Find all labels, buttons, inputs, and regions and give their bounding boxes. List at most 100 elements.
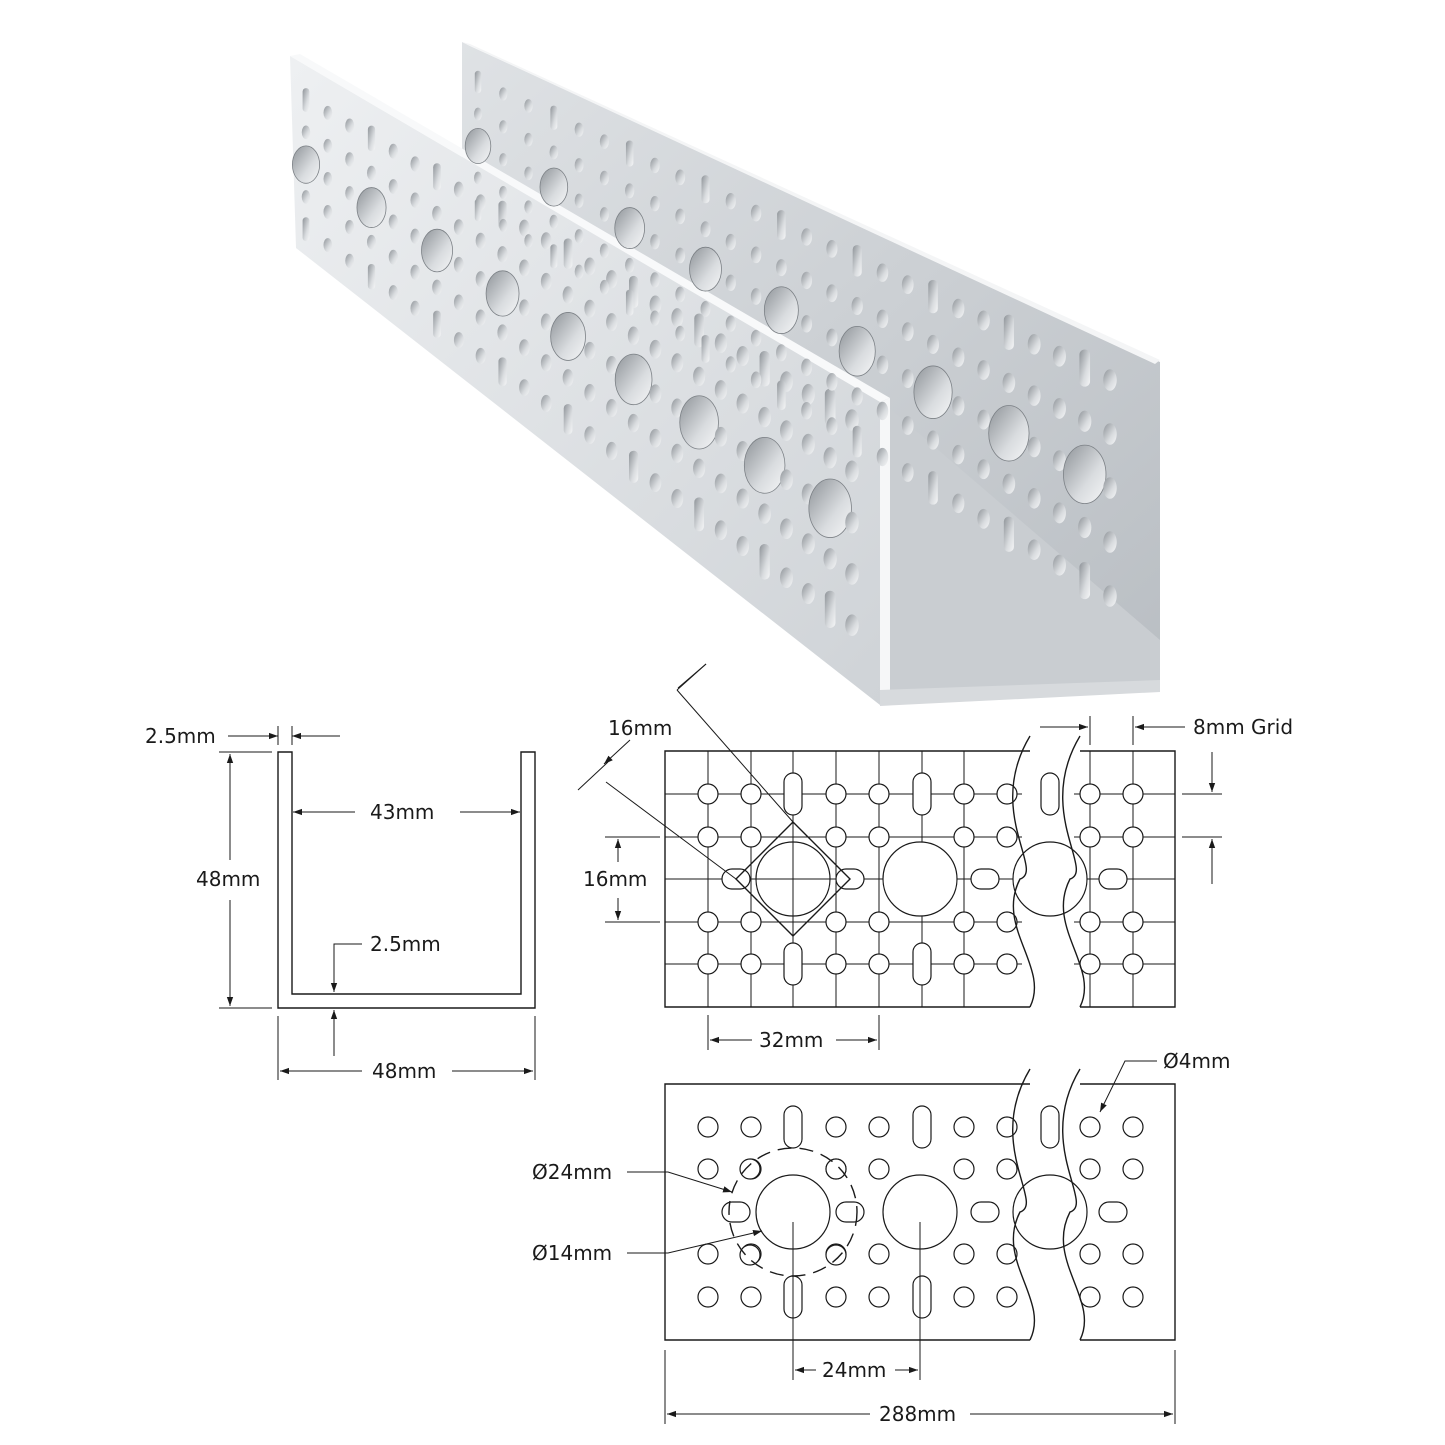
small-hole: [1079, 953, 1101, 975]
small-hole: [697, 826, 719, 848]
render-small-hole: [584, 426, 596, 444]
render-large-hole: [763, 286, 799, 334]
render-small-hole: [927, 334, 940, 354]
render-small-hole: [345, 152, 355, 167]
render-small-hole: [649, 473, 662, 493]
render-small-hole: [519, 299, 530, 317]
render-small-hole: [671, 488, 684, 509]
vertical-slot: [783, 1105, 803, 1149]
render-small-hole: [649, 428, 662, 448]
render-small-hole: [750, 204, 762, 222]
render-small-hole: [876, 447, 889, 467]
height-label: 48mm: [196, 867, 260, 891]
render-small-hole: [801, 583, 815, 605]
render-small-hole: [519, 339, 530, 357]
render-small-hole: [584, 257, 596, 276]
render-large-hole: [913, 365, 953, 419]
small-hole: [953, 1243, 975, 1265]
render-small-hole: [562, 369, 574, 387]
render-small-hole: [323, 238, 333, 252]
small-hole: [825, 1116, 847, 1138]
render-large-hole: [614, 207, 645, 249]
render-small-hole: [475, 232, 486, 249]
break-line-left: [1012, 1068, 1036, 1341]
render-small-hole: [650, 195, 660, 212]
render-small-hole: [801, 228, 813, 246]
horizontal-spacing-label: 32mm: [759, 1028, 823, 1052]
render-slot: [777, 380, 786, 411]
render-large-hole: [679, 395, 719, 450]
render-small-hole: [801, 315, 813, 333]
bolt-circle-label: Ø24mm: [532, 1160, 612, 1184]
small-hole: [1122, 783, 1144, 805]
small-hole: [825, 953, 847, 975]
vertical-slot: [783, 942, 803, 986]
render-slot: [563, 404, 573, 435]
small-hole: [697, 1286, 719, 1308]
render-small-hole: [599, 134, 609, 149]
render-slot: [550, 105, 558, 130]
render-small-hole: [700, 301, 711, 318]
render-small-hole: [540, 354, 552, 372]
render-small-hole: [475, 309, 486, 326]
render-small-hole: [584, 299, 596, 318]
render-small-hole: [574, 264, 584, 279]
render-small-hole: [675, 169, 686, 186]
render-small-hole: [524, 99, 533, 113]
small-hole: [740, 911, 762, 933]
render-small-hole: [826, 372, 838, 391]
render-small-hole: [499, 185, 508, 200]
render-small-hole: [671, 398, 684, 418]
render-slot: [474, 198, 482, 222]
small-hole: [868, 783, 890, 805]
render-large-hole: [291, 145, 320, 184]
render-small-hole: [1052, 397, 1066, 419]
small-hole-label: Ø4mm: [1163, 1049, 1230, 1073]
render-small-hole: [714, 473, 728, 494]
render-small-hole: [549, 214, 559, 229]
render-large-hole: [743, 436, 786, 494]
render-slot: [694, 497, 704, 532]
render-small-hole: [1103, 477, 1117, 499]
render-small-hole: [952, 396, 965, 416]
render-slot: [302, 217, 310, 242]
render-small-hole: [584, 341, 596, 360]
large-hole-spacing-label: 24mm: [822, 1358, 886, 1382]
horizontal-slot: [835, 1201, 865, 1223]
small-hole: [953, 783, 975, 805]
render-small-hole: [323, 105, 333, 120]
render-small-hole: [524, 132, 533, 147]
render-slot: [1003, 516, 1014, 552]
render-large-hole: [1063, 444, 1107, 504]
render-small-hole: [574, 193, 584, 208]
render-small-hole: [776, 259, 787, 277]
render-small-hole: [776, 344, 787, 362]
render-small-hole: [675, 325, 686, 342]
horizontal-slot: [970, 1201, 1000, 1223]
render-small-hole: [1027, 333, 1041, 355]
render-slot: [498, 357, 507, 387]
render-small-hole: [519, 379, 530, 396]
vertical-slot: [783, 772, 803, 816]
render-small-hole: [574, 229, 584, 244]
render-small-hole: [1103, 369, 1117, 391]
render-small-hole: [432, 279, 442, 296]
render-small-hole: [524, 200, 533, 214]
render-large-hole: [550, 312, 586, 361]
vertical-slot: [912, 1105, 932, 1149]
small-hole: [996, 1286, 1018, 1308]
render-small-hole: [519, 219, 530, 237]
small-hole: [1079, 826, 1101, 848]
render-small-hole: [826, 284, 838, 303]
hole-grid-view: 16mm 8mm Grid 16mm 32mm: [577, 663, 1293, 1052]
small-hole: [953, 1286, 975, 1308]
render-small-hole: [675, 286, 686, 303]
render-small-hole: [606, 398, 618, 418]
render-small-hole: [725, 356, 736, 373]
render-small-hole: [736, 536, 750, 556]
render-large-hole: [464, 127, 492, 164]
render-small-hole: [453, 294, 464, 311]
render-small-hole: [714, 426, 728, 447]
small-hole: [1079, 1158, 1101, 1180]
